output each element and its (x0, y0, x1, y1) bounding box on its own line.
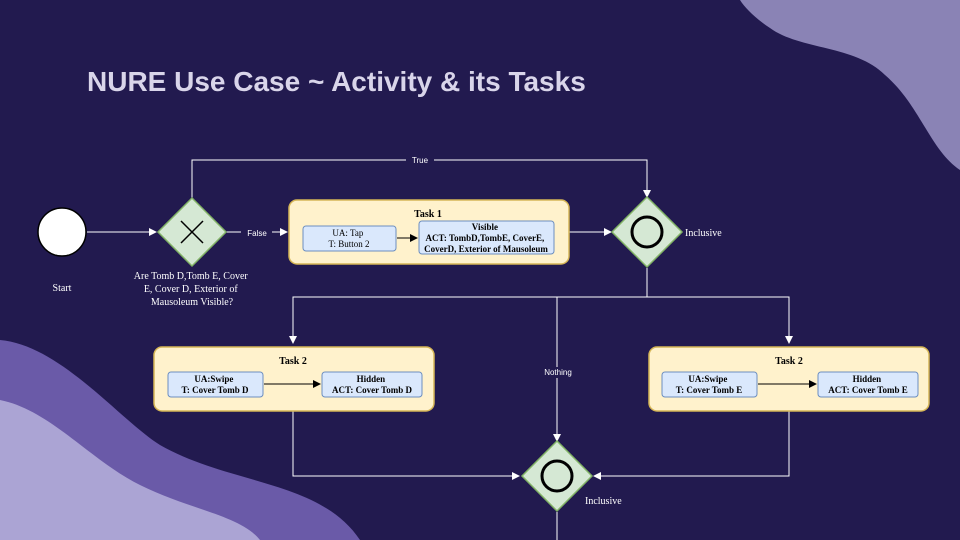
inclusive-gateway-top (610, 195, 684, 269)
task2-right-result-box (817, 371, 919, 398)
task2-right-title: Task 2 (775, 356, 803, 367)
false-label: False (247, 229, 267, 238)
task1-action: UA: Tap T: Button 2 (328, 228, 369, 249)
task2-right-action: UA:Swipe T: Cover Tomb E (676, 374, 742, 395)
task1-title: Task 1 (414, 209, 442, 220)
page-title: NURE Use Case ~ Activity & its Tasks (87, 66, 586, 97)
decision-question: Are Tomb D,Tomb E, Cover E, Cover D, Ext… (134, 271, 250, 308)
bottom-left-wave-front (0, 400, 260, 540)
start-event-circle (37, 207, 87, 257)
top-right-wave (740, 0, 960, 170)
task2-left-box: Task 2 UA:Swipe T: Cover Tomb D Hidden A… (153, 346, 435, 412)
task2-left-action: UA:Swipe T: Cover Tomb D (182, 374, 249, 395)
edge-nothing (553, 296, 647, 442)
x-gateway-icon (180, 220, 204, 244)
task1-action-box (302, 225, 397, 252)
inclusive-gateway-icon (630, 215, 664, 249)
exclusive-gateway (156, 196, 228, 268)
connectors (87, 159, 793, 540)
nothing-label: Nothing (544, 368, 572, 377)
task1-box: Task 1 UA: Tap T: Button 2 Visible ACT: … (288, 199, 570, 265)
task2-left-result-box (321, 371, 423, 398)
edge-task2-right-to-merge (593, 411, 790, 480)
inclusive-gateway-icon (540, 459, 574, 493)
task2-left-action-box (167, 371, 264, 398)
task2-right-action-box (661, 371, 758, 398)
task2-left-result: Hidden ACT: Cover Tomb D (332, 374, 412, 395)
task2-right-box: Task 2 UA:Swipe T: Cover Tomb E Hidden A… (648, 346, 930, 412)
start-label: Start (53, 283, 72, 294)
task1-result-box (418, 220, 555, 255)
gateway-top-label: Inclusive (685, 228, 722, 239)
edge-decision-true (191, 159, 651, 198)
edge-to-task2-right (647, 296, 793, 344)
task1-result: Visible ACT: TombD,TombE, CoverE, CoverD… (424, 222, 548, 254)
true-label: True (412, 156, 429, 165)
edge-task2-left-to-merge (292, 411, 520, 480)
edge-to-task2-left (289, 296, 647, 344)
inclusive-gateway-bottom (520, 439, 594, 513)
task2-left-title: Task 2 (279, 356, 307, 367)
task2-right-result: Hidden ACT: Cover Tomb E (828, 374, 907, 395)
gateway-bottom-label: Inclusive (585, 496, 622, 507)
